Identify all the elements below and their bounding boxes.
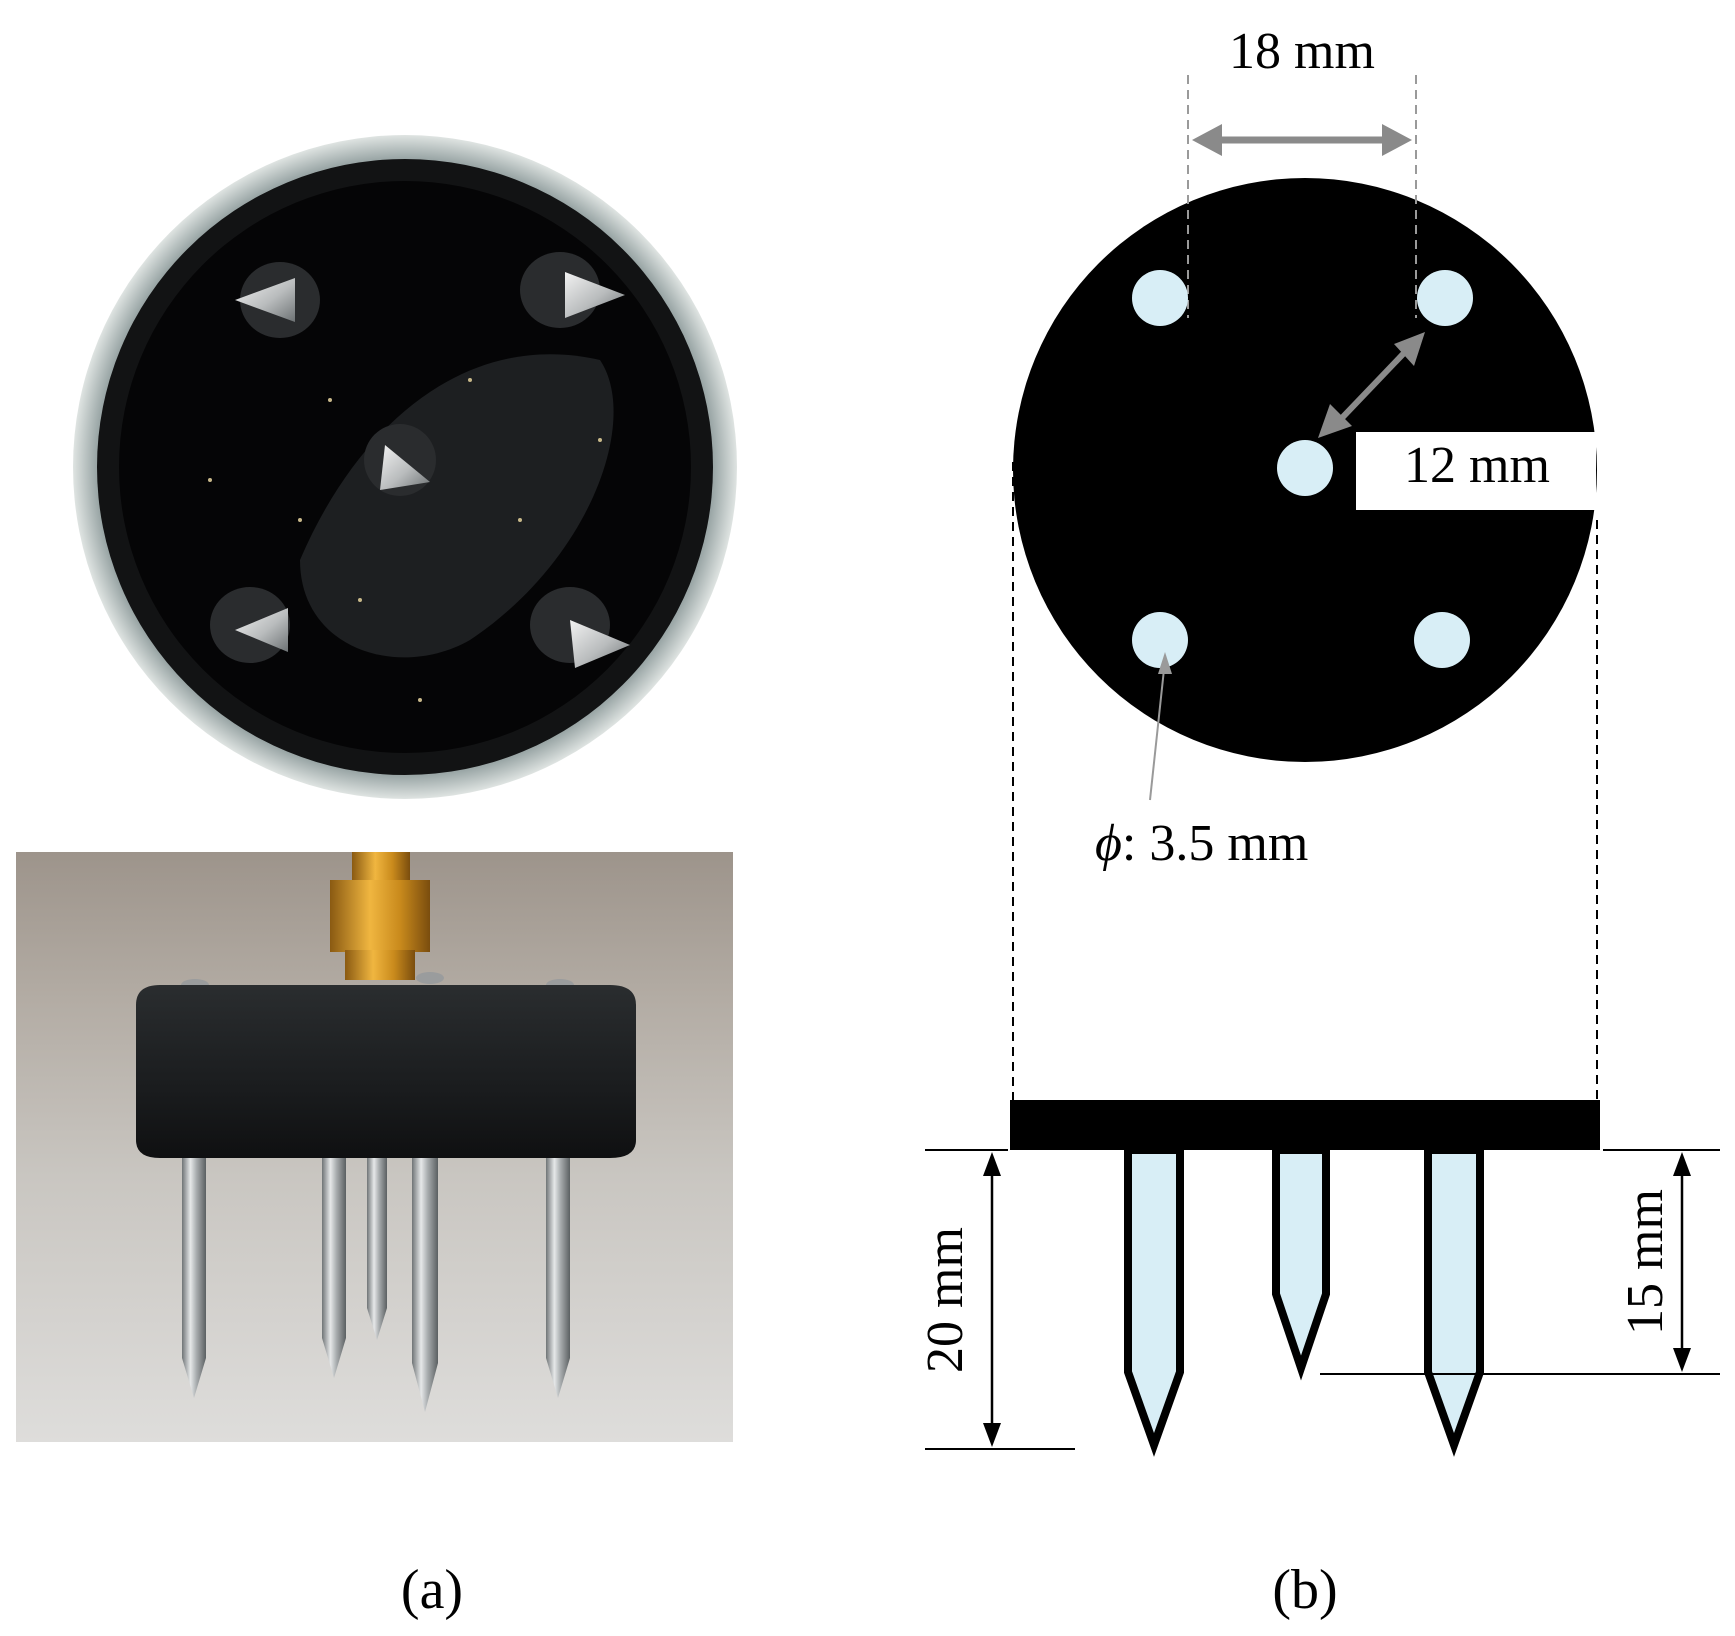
dimension-arrow-18mm — [1192, 124, 1412, 156]
pin-hole-top-right — [1417, 270, 1473, 326]
pin-photo-top-right — [520, 252, 625, 328]
pin-hole-bottom-left — [1132, 612, 1188, 668]
schematic-side-view: 20 mm 15 mm — [917, 1100, 1720, 1457]
label-box-12mm — [1356, 432, 1596, 510]
caption-b: (b) — [1272, 1559, 1337, 1621]
pin-hole-bottom-right — [1414, 612, 1470, 668]
caption-a: (a) — [401, 1559, 463, 1621]
photo-probe-face — [73, 135, 737, 799]
pin-photo-center — [364, 424, 436, 496]
diameter-symbol: ϕ — [1095, 815, 1122, 872]
pin-hole-top-left — [1132, 270, 1188, 326]
pin-hole-center — [1277, 440, 1333, 496]
pin-side-long-left — [1124, 1146, 1184, 1457]
pin-photo-bottom-left — [210, 587, 290, 663]
photo-probe-side — [16, 852, 733, 1442]
pin-side-long-right — [1424, 1146, 1484, 1457]
probe-base-plate — [1010, 1100, 1600, 1150]
dimension-arrow-15mm — [1673, 1152, 1691, 1372]
dimension-arrow-20mm — [983, 1152, 1001, 1447]
label-12mm: 12 mm — [1404, 437, 1550, 494]
label-20mm: 20 mm — [917, 1227, 974, 1373]
label-18mm: 18 mm — [1229, 23, 1375, 80]
pin-side-short-center — [1272, 1146, 1330, 1381]
leader-line-diameter — [1149, 659, 1166, 801]
dimension-arrow-12mm — [1318, 332, 1425, 438]
diameter-value: : 3.5 mm — [1122, 815, 1308, 872]
pin-photo-side-2 — [322, 1158, 346, 1378]
pin-photo-side-3 — [367, 1158, 387, 1340]
schematic-top-view: 18 mm 12 mm ϕ: 3.5 mm — [1013, 23, 1597, 872]
pin-photo-side-1 — [182, 1158, 206, 1398]
pin-photo-top-left — [235, 262, 320, 338]
pin-photo-side-5 — [546, 1158, 570, 1398]
pin-photo-side-4 — [412, 1158, 438, 1412]
label-15mm: 15 mm — [1617, 1189, 1674, 1335]
pin-photo-bottom-right — [530, 587, 630, 668]
label-diameter: ϕ: 3.5 mm — [1095, 815, 1308, 872]
